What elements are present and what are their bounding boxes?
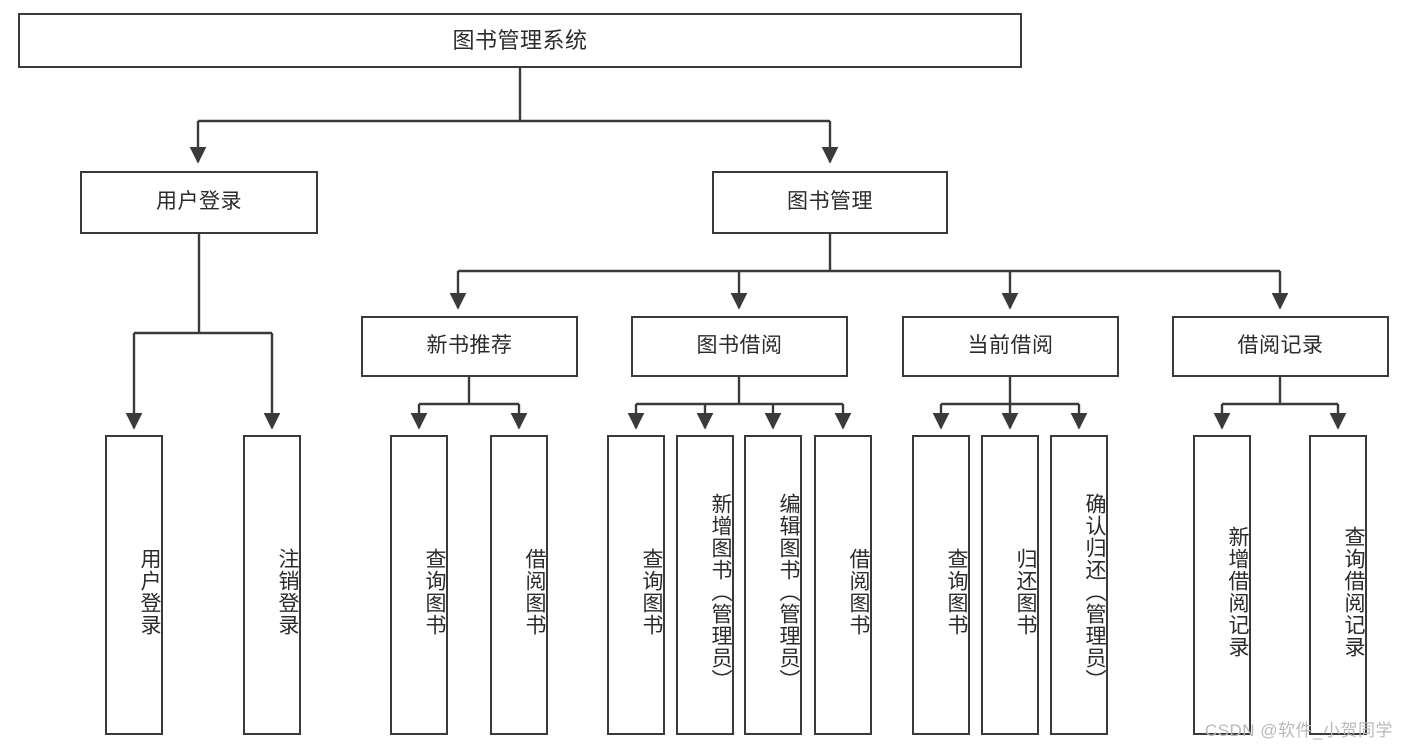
node-label: 查询借阅记录 [1342, 526, 1365, 658]
node-label: 查询图书 [640, 548, 663, 636]
leaf-book-borrow-borrow-book[interactable]: 借阅图书 [814, 435, 872, 735]
leaf-current-borrow-query-book[interactable]: 查询图书 [912, 435, 970, 735]
leaf-book-borrow-query-book[interactable]: 查询图书 [607, 435, 665, 735]
node-label: 查询图书 [945, 548, 968, 636]
node-label: 当前借阅 [967, 334, 1054, 358]
node-new-book-recommendation[interactable]: 新书推荐 [361, 316, 578, 377]
node-root-library-management-system[interactable]: 图书管理系统 [18, 13, 1022, 68]
leaf-book-borrow-edit-book-admin[interactable]: 编辑图书（管理员） [744, 435, 802, 735]
leaf-book-borrow-add-book-admin[interactable]: 新增图书（管理员） [676, 435, 734, 735]
node-label: 确认归还（管理员） [1083, 493, 1106, 691]
node-label: 查询图书 [423, 548, 446, 636]
node-label: 编辑图书（管理员） [777, 493, 800, 691]
node-book-management[interactable]: 图书管理 [712, 171, 948, 234]
node-label: 借阅图书 [523, 548, 546, 636]
node-label: 新增图书（管理员） [709, 493, 732, 691]
node-label: 借阅图书 [847, 548, 870, 636]
node-label: 图书管理系统 [452, 27, 588, 53]
node-label: 归还图书 [1014, 548, 1037, 636]
node-label: 用户登录 [156, 190, 242, 214]
leaf-current-borrow-return-book[interactable]: 归还图书 [981, 435, 1039, 735]
node-label: 借阅记录 [1237, 334, 1324, 358]
node-borrow-record[interactable]: 借阅记录 [1172, 316, 1389, 377]
leaf-borrow-record-add-record[interactable]: 新增借阅记录 [1193, 435, 1251, 735]
node-current-borrow[interactable]: 当前借阅 [902, 316, 1119, 377]
node-label: 新书推荐 [426, 334, 513, 358]
leaf-borrow-record-query-record[interactable]: 查询借阅记录 [1309, 435, 1367, 735]
node-label: 用户登录 [138, 548, 161, 636]
leaf-current-borrow-confirm-return-admin[interactable]: 确认归还（管理员） [1050, 435, 1108, 735]
leaf-user-login-signin[interactable]: 用户登录 [105, 435, 163, 735]
csdn-watermark: CSDN @软件_小贺同学 [1204, 721, 1393, 740]
leaf-new-book-query-book[interactable]: 查询图书 [390, 435, 448, 735]
node-label: 图书借阅 [696, 334, 783, 358]
node-label: 注销登录 [276, 548, 299, 636]
leaf-new-book-borrow-book[interactable]: 借阅图书 [490, 435, 548, 735]
leaf-user-login-signout[interactable]: 注销登录 [243, 435, 301, 735]
node-label: 新增借阅记录 [1226, 526, 1249, 658]
node-book-borrow[interactable]: 图书借阅 [631, 316, 848, 377]
node-user-login[interactable]: 用户登录 [80, 171, 318, 234]
node-label: 图书管理 [787, 190, 873, 214]
